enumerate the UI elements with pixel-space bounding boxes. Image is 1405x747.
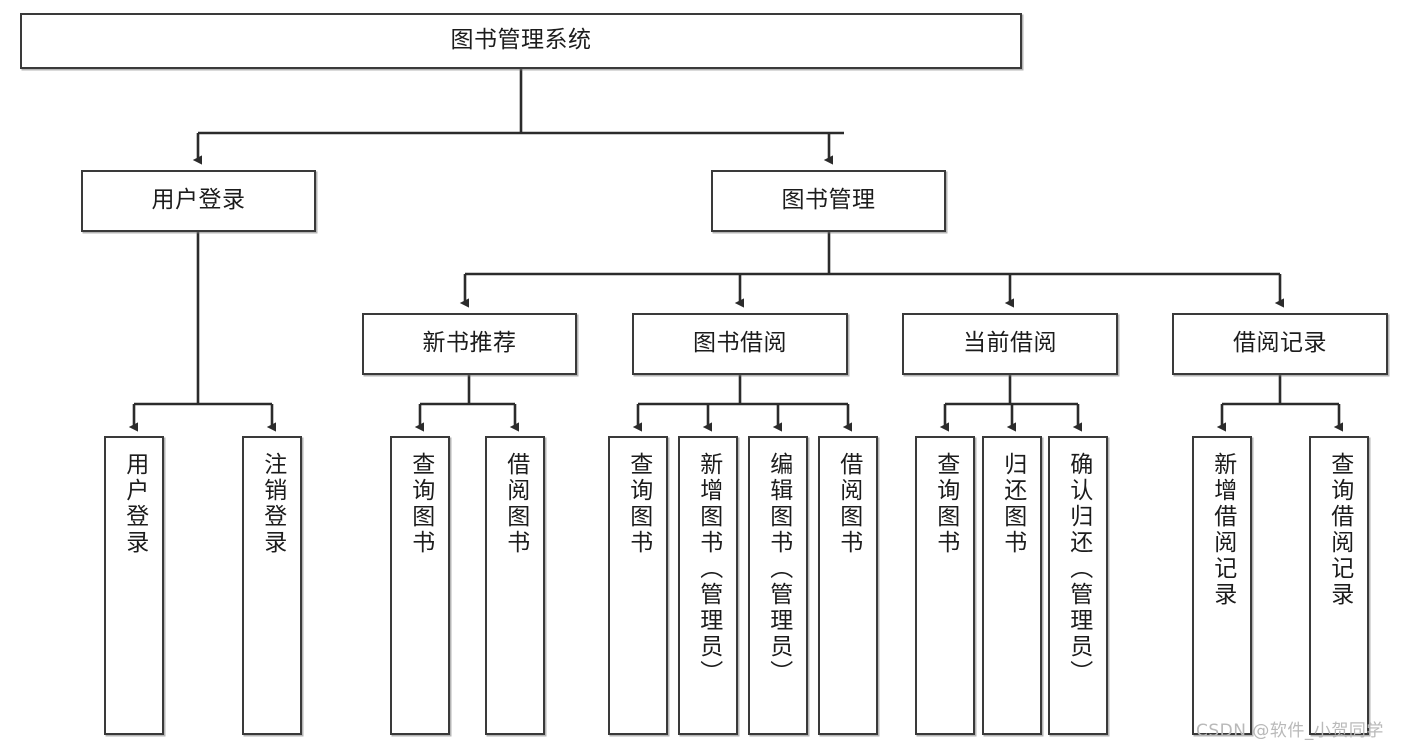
node-label: 图书管理系统 [450, 27, 592, 54]
node-label: 查询图书 [407, 452, 434, 556]
leaf-recommend-borrow-book[interactable]: 借阅图书 [485, 436, 545, 735]
leaf-record-query-record[interactable]: 查询借阅记录 [1309, 436, 1369, 735]
node-label: 新增借阅记录 [1209, 452, 1236, 608]
leaf-record-add-record[interactable]: 新增借阅记录 [1192, 436, 1252, 735]
node-label: 用户登录 [151, 187, 246, 214]
node-label: 编辑图书（管理员） [765, 452, 792, 686]
leaf-current-return-book[interactable]: 归还图书 [982, 436, 1042, 735]
node-label: 图书借阅 [693, 330, 787, 357]
node-label: 当前借阅 [963, 330, 1057, 357]
node-label: 注销登录 [259, 452, 286, 556]
leaf-borrow-add-book-admin[interactable]: 新增图书（管理员） [678, 436, 738, 735]
node-current-borrow[interactable]: 当前借阅 [902, 313, 1118, 375]
csdn-watermark: CSDN @软件_小贺同学 [1196, 721, 1384, 741]
leaf-user-login-signout[interactable]: 注销登录 [242, 436, 302, 735]
node-borrow-record[interactable]: 借阅记录 [1172, 313, 1388, 375]
node-new-book-recommend[interactable]: 新书推荐 [362, 313, 577, 375]
node-label: 查询借阅记录 [1326, 452, 1353, 608]
node-user-login[interactable]: 用户登录 [81, 170, 316, 232]
node-label: 归还图书 [999, 452, 1026, 556]
node-label: 借阅记录 [1233, 330, 1327, 357]
node-label: 新增图书（管理员） [695, 452, 722, 686]
node-root-system[interactable]: 图书管理系统 [20, 13, 1022, 69]
node-label: 借阅图书 [502, 452, 529, 556]
node-label: 用户登录 [121, 452, 148, 556]
node-label: 查询图书 [625, 452, 652, 556]
node-label: 借阅图书 [835, 452, 862, 556]
leaf-recommend-query-book[interactable]: 查询图书 [390, 436, 450, 735]
node-label: 查询图书 [932, 452, 959, 556]
leaf-borrow-edit-book-admin[interactable]: 编辑图书（管理员） [748, 436, 808, 735]
leaf-current-confirm-return-admin[interactable]: 确认归还（管理员） [1048, 436, 1108, 735]
leaf-borrow-query-book[interactable]: 查询图书 [608, 436, 668, 735]
node-book-management[interactable]: 图书管理 [711, 170, 946, 232]
node-book-borrow[interactable]: 图书借阅 [632, 313, 848, 375]
leaf-current-query-book[interactable]: 查询图书 [915, 436, 975, 735]
leaf-borrow-borrow-book[interactable]: 借阅图书 [818, 436, 878, 735]
node-label: 确认归还（管理员） [1065, 452, 1092, 686]
node-label: 新书推荐 [422, 330, 517, 357]
node-label: 图书管理 [781, 187, 876, 214]
leaf-user-login-signin[interactable]: 用户登录 [104, 436, 164, 735]
